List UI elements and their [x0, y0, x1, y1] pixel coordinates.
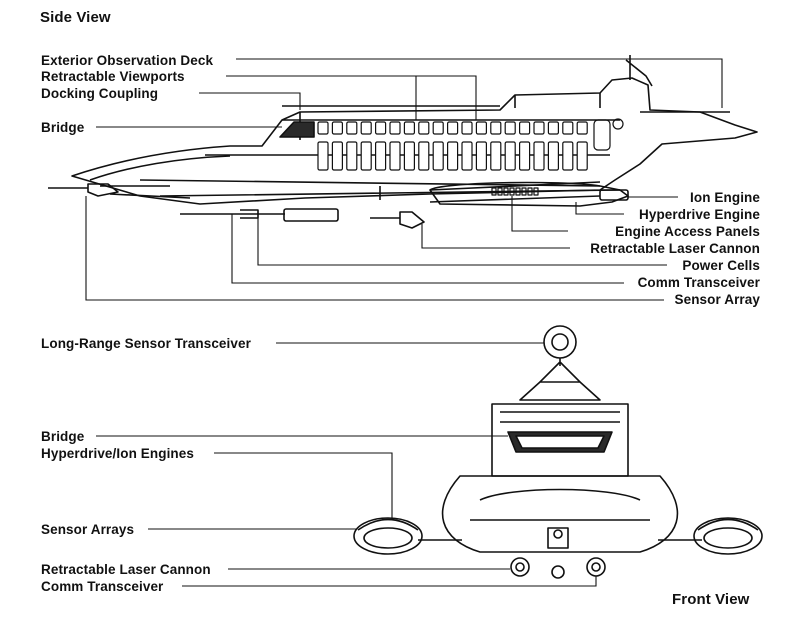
- leader-viewports: [226, 75, 477, 120]
- leader-engines: [214, 452, 393, 518]
- upper-window: [346, 121, 358, 135]
- pod-intake: [703, 527, 753, 549]
- access-panel-slat: [527, 187, 533, 196]
- label-sensor-arrays: Sensor Arrays: [41, 522, 135, 537]
- lower-window: [375, 141, 387, 171]
- leader-lines: [85, 58, 723, 587]
- upper-window: [389, 121, 401, 135]
- airlock-hatch: [593, 119, 611, 151]
- leader-laser-side: [421, 224, 570, 249]
- access-panel-slat: [533, 187, 539, 196]
- lower-window: [389, 141, 401, 171]
- lower-window: [547, 141, 560, 171]
- upper-window: [447, 121, 459, 135]
- lower-window: [403, 141, 415, 171]
- lower-window: [461, 141, 473, 171]
- pod-body: [353, 517, 423, 555]
- pod-hood: [697, 518, 759, 531]
- label-comm-transceiver-front: Comm Transceiver: [41, 579, 164, 594]
- lower-window: [533, 141, 545, 171]
- leader-access-panels: [511, 196, 568, 232]
- leader-observation-deck: [236, 58, 723, 108]
- lower-window: [490, 141, 502, 171]
- side-view-ship: [48, 55, 758, 229]
- left-engine-pod: [353, 517, 423, 555]
- access-panel-slat: [509, 187, 515, 196]
- upper-window: [547, 121, 560, 135]
- front-view-title: Front View: [672, 591, 750, 608]
- access-panel-slat: [497, 187, 503, 196]
- lower-window: [432, 141, 444, 171]
- label-power-cells: Power Cells: [682, 258, 760, 273]
- label-hyperdrive-ion-engines: Hyperdrive/Ion Engines: [41, 446, 194, 461]
- side-viewport-windows: [317, 118, 624, 196]
- leader-comm-side: [231, 214, 624, 284]
- label-bridge-side: Bridge: [41, 120, 85, 135]
- access-panel-slat: [503, 187, 509, 196]
- lower-window: [475, 141, 487, 171]
- upper-window: [317, 121, 329, 135]
- access-panel-slat: [521, 187, 527, 196]
- lower-window: [346, 141, 358, 171]
- leader-hyperdrive: [575, 202, 624, 215]
- lower-window: [317, 141, 329, 171]
- upper-window: [375, 121, 387, 135]
- label-sensor-array: Sensor Array: [674, 292, 760, 307]
- access-panel-slat: [491, 187, 497, 196]
- pod-intake: [363, 527, 413, 549]
- leader-comm-front: [182, 576, 597, 587]
- leader-power-cells: [257, 218, 667, 266]
- upper-window: [461, 121, 473, 135]
- leader-sensor-array: [85, 196, 664, 301]
- upper-window: [504, 121, 516, 135]
- lower-window: [576, 141, 588, 171]
- upper-window: [418, 121, 430, 135]
- front-engine-pods: [353, 517, 763, 555]
- access-panel-slat: [515, 187, 521, 196]
- upper-window: [490, 121, 502, 135]
- label-engine-access-panels: Engine Access Panels: [615, 224, 760, 239]
- upper-window: [475, 121, 487, 135]
- label-observation-deck: Exterior Observation Deck: [41, 53, 214, 68]
- upper-window: [432, 121, 444, 135]
- lower-window: [562, 141, 574, 171]
- lower-window: [518, 141, 531, 171]
- label-long-range-sensor: Long-Range Sensor Transceiver: [41, 336, 251, 351]
- label-retractable-viewports: Retractable Viewports: [41, 69, 185, 84]
- label-hyperdrive-engine: Hyperdrive Engine: [639, 207, 760, 222]
- upper-window: [562, 121, 574, 135]
- side-view-title: Side View: [40, 9, 111, 26]
- upper-window: [518, 121, 531, 135]
- lower-window: [360, 141, 372, 171]
- front-view-ship: [353, 325, 763, 579]
- label-laser-cannon-side: Retractable Laser Cannon: [590, 241, 760, 256]
- lower-window: [331, 141, 343, 171]
- label-laser-cannon-front: Retractable Laser Cannon: [41, 562, 211, 577]
- label-ion-engine: Ion Engine: [690, 190, 760, 205]
- upper-window: [331, 121, 343, 135]
- label-bridge-front: Bridge: [41, 429, 85, 444]
- label-comm-transceiver-side: Comm Transceiver: [637, 275, 760, 290]
- pod-hood: [357, 518, 419, 531]
- right-engine-pod: [693, 517, 763, 555]
- label-docking-coupling: Docking Coupling: [41, 86, 159, 101]
- lower-window: [418, 141, 430, 171]
- upper-window: [360, 121, 372, 135]
- lower-window: [447, 141, 459, 171]
- lower-window: [504, 141, 516, 171]
- pod-body: [693, 517, 763, 555]
- leader-docking: [199, 92, 301, 110]
- upper-window: [533, 121, 545, 135]
- upper-window: [576, 121, 588, 135]
- porthole: [612, 118, 624, 130]
- upper-window: [403, 121, 415, 135]
